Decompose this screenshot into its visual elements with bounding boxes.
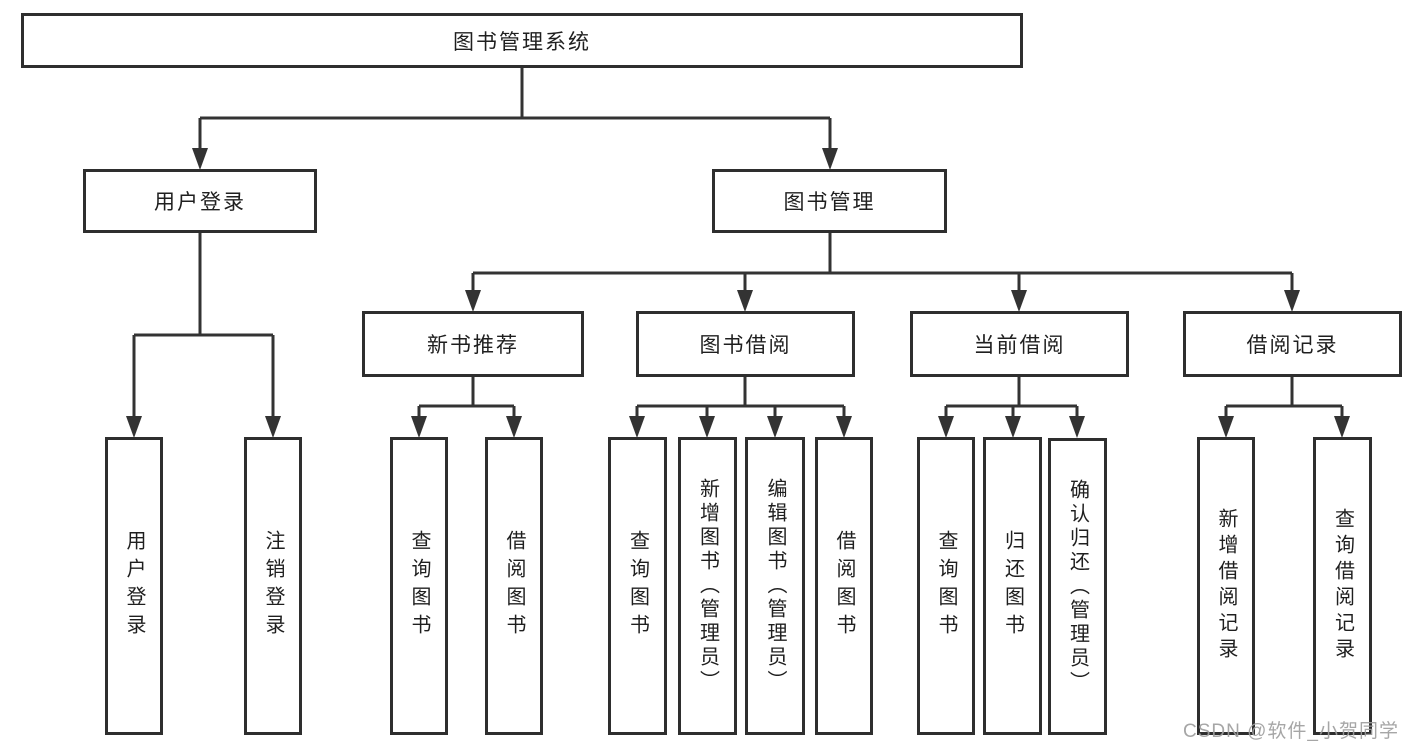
node-book-management: 图书管理 — [712, 169, 947, 233]
leaf-current-confirm-return-label: 确认归还（管理员） — [1066, 478, 1089, 695]
leaf-borrowing-borrow-books-label: 借阅图书 — [833, 530, 855, 642]
node-user-login-label: 用户登录 — [154, 191, 246, 214]
node-borrowing-records-label: 借阅记录 — [1246, 334, 1339, 357]
edges-borrowing-records-to-leaves — [1218, 377, 1350, 438]
leaf-user-login: 用户登录 — [105, 437, 163, 735]
node-current-borrowing-label: 当前借阅 — [973, 334, 1066, 357]
edges-new-book-recommend-to-leaves — [411, 377, 522, 438]
edges-book-borrowing-to-leaves — [629, 377, 852, 438]
leaf-borrowing-add-books-label: 新增图书（管理员） — [696, 478, 719, 694]
node-book-borrowing-label: 图书借阅 — [699, 334, 792, 357]
edges-root-to-level2 — [192, 68, 838, 170]
leaf-current-confirm-return: 确认归还（管理员） — [1048, 438, 1107, 735]
leaf-current-return-books: 归还图书 — [983, 437, 1042, 735]
node-new-book-recommend: 新书推荐 — [362, 311, 584, 377]
leaf-user-login-label: 用户登录 — [123, 530, 145, 642]
node-book-borrowing: 图书借阅 — [636, 311, 855, 377]
node-new-book-recommend-label: 新书推荐 — [427, 334, 519, 357]
edges-user-login-to-leaves — [126, 233, 281, 438]
leaf-records-add-record: 新增借阅记录 — [1197, 437, 1255, 735]
leaf-recommend-borrow-books-label: 借阅图书 — [503, 530, 525, 642]
node-book-management-label: 图书管理 — [783, 191, 876, 214]
leaf-current-return-books-label: 归还图书 — [1001, 530, 1024, 642]
node-user-login: 用户登录 — [83, 169, 317, 233]
node-current-borrowing: 当前借阅 — [910, 311, 1129, 377]
node-library-system-label: 图书管理系统 — [453, 30, 591, 54]
leaf-borrowing-query-books: 查询图书 — [608, 437, 667, 735]
leaf-borrowing-edit-books: 编辑图书（管理员） — [745, 437, 805, 735]
leaf-borrowing-query-books-label: 查询图书 — [626, 530, 649, 642]
leaf-borrowing-edit-books-label: 编辑图书（管理员） — [764, 478, 786, 694]
leaf-borrowing-add-books: 新增图书（管理员） — [678, 437, 737, 735]
leaf-current-query-books: 查询图书 — [917, 437, 975, 735]
leaf-logout: 注销登录 — [244, 437, 302, 735]
leaf-logout-label: 注销登录 — [262, 530, 284, 642]
leaf-recommend-borrow-books: 借阅图书 — [485, 437, 543, 735]
edges-book-management-to-level3 — [465, 233, 1300, 312]
node-borrowing-records: 借阅记录 — [1183, 311, 1402, 377]
leaf-recommend-query-books-label: 查询图书 — [408, 530, 430, 642]
leaf-borrowing-borrow-books: 借阅图书 — [815, 437, 873, 735]
leaf-current-query-books-label: 查询图书 — [935, 530, 957, 642]
edges-current-borrowing-to-leaves — [938, 377, 1085, 438]
leaf-recommend-query-books: 查询图书 — [390, 437, 448, 735]
leaf-records-query-record-label: 查询借阅记录 — [1331, 508, 1354, 664]
csdn-watermark: CSDN @软件_小贺同学 — [1183, 721, 1399, 742]
node-library-system: 图书管理系统 — [21, 13, 1023, 68]
leaf-records-query-record: 查询借阅记录 — [1313, 437, 1372, 735]
leaf-records-add-record-label: 新增借阅记录 — [1215, 508, 1237, 664]
